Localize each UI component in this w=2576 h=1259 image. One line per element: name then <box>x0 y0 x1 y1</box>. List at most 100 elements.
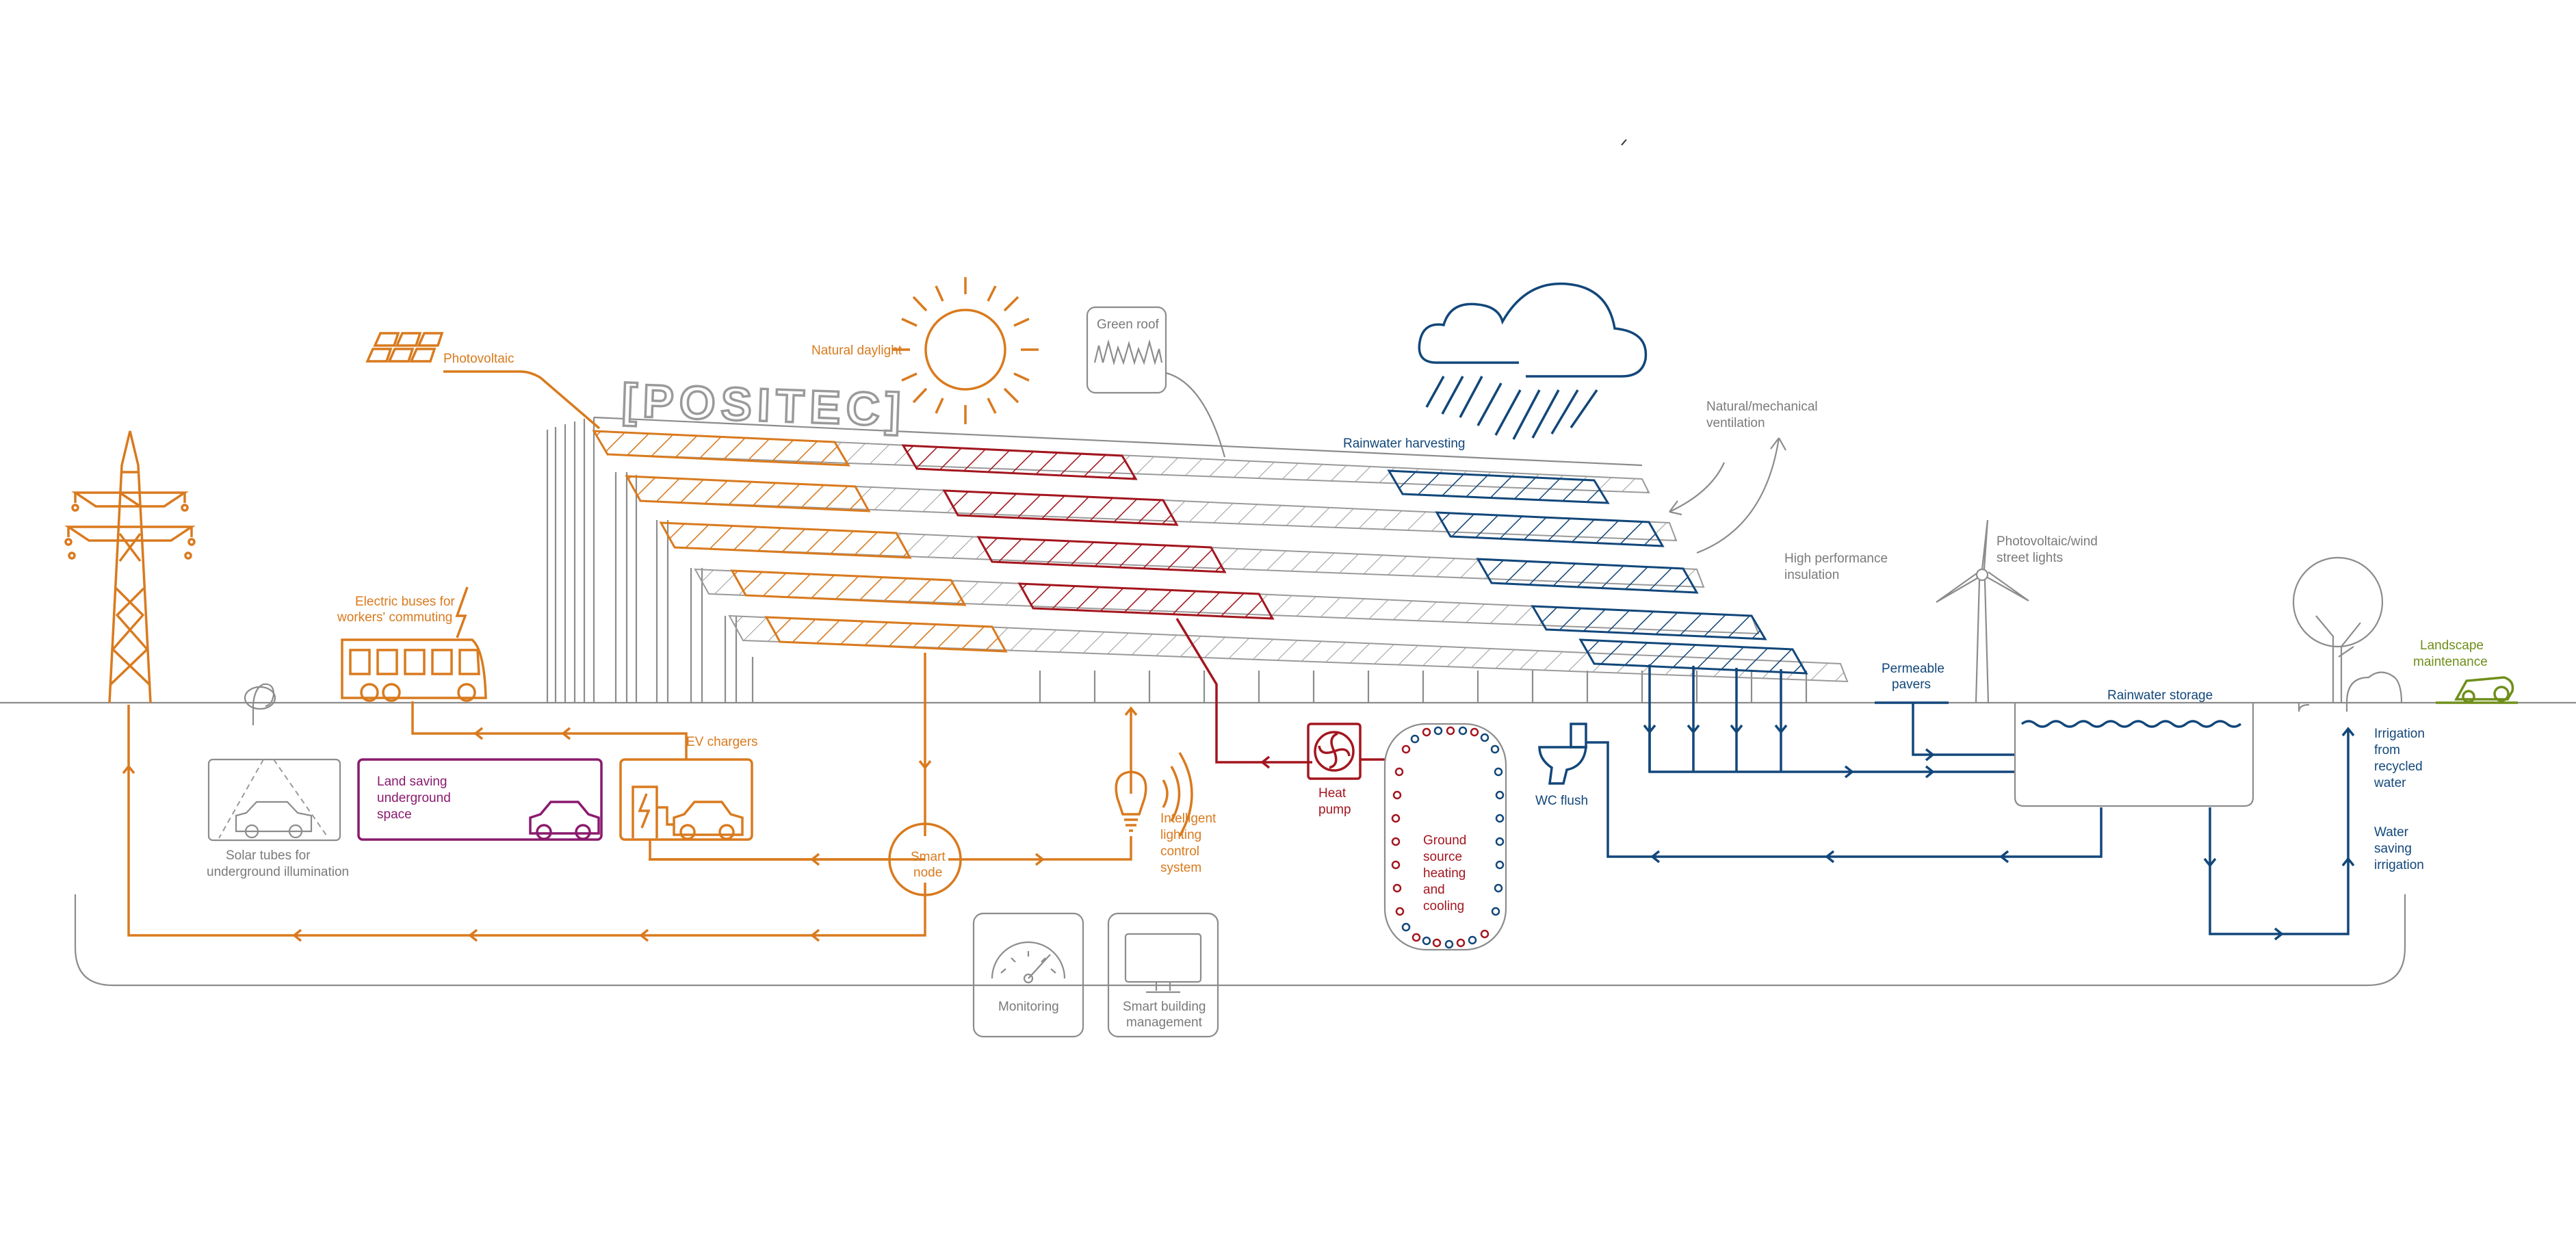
pv-panels-floor-2 <box>625 475 871 512</box>
ev-charger-icon <box>632 786 674 838</box>
rain-panels-floor-1 <box>1387 469 1610 504</box>
lighting-label-1: Intelligent <box>1160 812 1217 826</box>
natural-daylight-label: Natural daylight <box>811 343 902 358</box>
ground-source-label-5: cooling <box>1423 899 1464 913</box>
heat-pump-label-1: Heat <box>1318 786 1346 801</box>
ground-source-label-4: and <box>1423 883 1445 897</box>
heat-pump-fan-icon <box>1307 723 1362 780</box>
insulation-label-1: High performance <box>1784 551 1888 566</box>
land-saving-label-3: space <box>377 807 412 822</box>
solar-tubes-beam <box>218 759 329 839</box>
car-icon <box>529 801 600 840</box>
positec-building: [POSITEC] <box>546 373 1849 703</box>
pv-wind-label-2: street lights <box>1996 551 2063 565</box>
heat-panels-floor-4 <box>1017 582 1275 620</box>
electric-bus-icon <box>341 638 487 702</box>
tank-wall-right <box>2298 703 2348 712</box>
monitoring-loop <box>74 894 2406 987</box>
rain-panels-floor-3 <box>1476 558 1699 594</box>
green-roof-leader <box>1165 372 1226 458</box>
solar-tubes-label-1: Solar tubes for <box>226 848 311 863</box>
pv-panels-floor-1 <box>592 430 850 467</box>
light-bulb-icon <box>1115 752 1193 837</box>
tree-icon <box>2292 556 2403 703</box>
stray-mark <box>1621 139 1627 146</box>
heat-pump-label-2: pump <box>1318 803 1351 817</box>
water-saving-label-2: saving <box>2374 842 2412 856</box>
heat-arrow <box>1260 755 1271 769</box>
land-saving-label-2: underground <box>377 791 451 805</box>
heat-panels-floor-3 <box>976 536 1227 573</box>
ventilation-arrow-in <box>1669 462 1726 516</box>
electric-buses-label-2: workers' commuting <box>337 610 452 625</box>
wind-turbine-icon <box>1936 519 2029 703</box>
robot-mower-icon <box>2436 676 2518 704</box>
lighting-label-4: system <box>1160 861 1201 875</box>
ventilation-label-1: Natural/mechanical <box>1706 400 1818 414</box>
ground-source-label-1: Ground <box>1423 833 1466 848</box>
energy-network <box>122 653 1138 942</box>
smart-bms-label-2: management <box>1126 1015 1203 1030</box>
green-roof-box <box>1086 306 1167 394</box>
electric-buses-label-1: Electric buses for <box>355 595 455 609</box>
rain-panels-floor-5 <box>1578 638 1808 675</box>
car-icon <box>673 801 744 840</box>
rain-panels-floor-4 <box>1531 605 1767 640</box>
water-network <box>1586 664 2355 941</box>
irrigation-label-4: water <box>2373 776 2406 790</box>
landscape-label-1: Landscape <box>2420 638 2484 653</box>
smart-node-label-1: Smart <box>911 850 946 864</box>
ground-source-loop <box>1383 723 1507 951</box>
water-surface <box>2020 720 2242 728</box>
insulation-label-2: insulation <box>1784 568 1839 582</box>
smart-bms-box <box>1107 912 1219 1038</box>
roof-floor-5 <box>728 614 1849 683</box>
ventilation-label-2: ventilation <box>1706 416 1765 430</box>
rainwater-storage-tank <box>2014 703 2254 807</box>
lightning-icon <box>455 586 469 638</box>
smart-bms-label-1: Smart building <box>1123 1000 1206 1014</box>
ev-chargers-label: EV chargers <box>686 735 758 749</box>
power-pylon-icon <box>64 430 196 703</box>
irrigation-label-2: from <box>2374 743 2400 757</box>
rain-cloud-icon <box>1418 282 1648 440</box>
building-facade <box>546 416 1808 703</box>
ventilation-arrow-out <box>1696 437 1786 554</box>
pv-panels-floor-4 <box>730 569 967 606</box>
ground-source-label-2: source <box>1423 850 1462 864</box>
solar-panel-icon <box>365 332 444 363</box>
landscape-label-2: maintenance <box>2413 655 2488 669</box>
permeable-pavers-label-1: Permeable <box>1882 662 1944 676</box>
water-saving-label-1: Water <box>2374 825 2409 840</box>
ground-source-dots <box>1391 726 1505 949</box>
land-saving-box <box>357 758 603 841</box>
grass-icon <box>1093 339 1163 366</box>
smart-node <box>888 822 962 896</box>
solar-tubes-label-2: underground illumination <box>207 865 349 879</box>
smart-node-label-2: node <box>913 866 942 880</box>
heat-panels-floor-1 <box>901 444 1138 480</box>
monitoring-label: Monitoring <box>998 1000 1059 1014</box>
permeable-pavers-label-2: pavers <box>1892 677 1931 692</box>
irrigation-label-1: Irrigation <box>2374 727 2425 741</box>
lighting-label-2: lighting <box>1160 828 1201 842</box>
wc-flush-label: WC flush <box>1535 794 1588 808</box>
monitoring-box <box>972 912 1084 1038</box>
green-roof-label: Green roof <box>1097 317 1160 332</box>
rainwater-storage-label: Rainwater storage <box>2107 688 2213 703</box>
ground-source-label-3: heating <box>1423 866 1466 881</box>
photovoltaic-label: Photovoltaic <box>443 352 515 366</box>
pv-panels-floor-3 <box>659 521 912 559</box>
solar-tube-icon <box>244 683 276 725</box>
land-saving-label-1: Land saving <box>377 775 447 789</box>
sun-icon <box>893 277 1039 424</box>
monitor-icon <box>1124 933 1202 994</box>
pv-panels-floor-5 <box>764 616 1008 653</box>
heat-panels-floor-2 <box>942 489 1179 526</box>
car-icon <box>235 801 313 839</box>
rain-panels-floor-2 <box>1435 511 1665 547</box>
solar-tubes-box <box>207 758 341 842</box>
photovoltaic-leader <box>443 370 601 430</box>
toilet-icon <box>1538 723 1587 785</box>
